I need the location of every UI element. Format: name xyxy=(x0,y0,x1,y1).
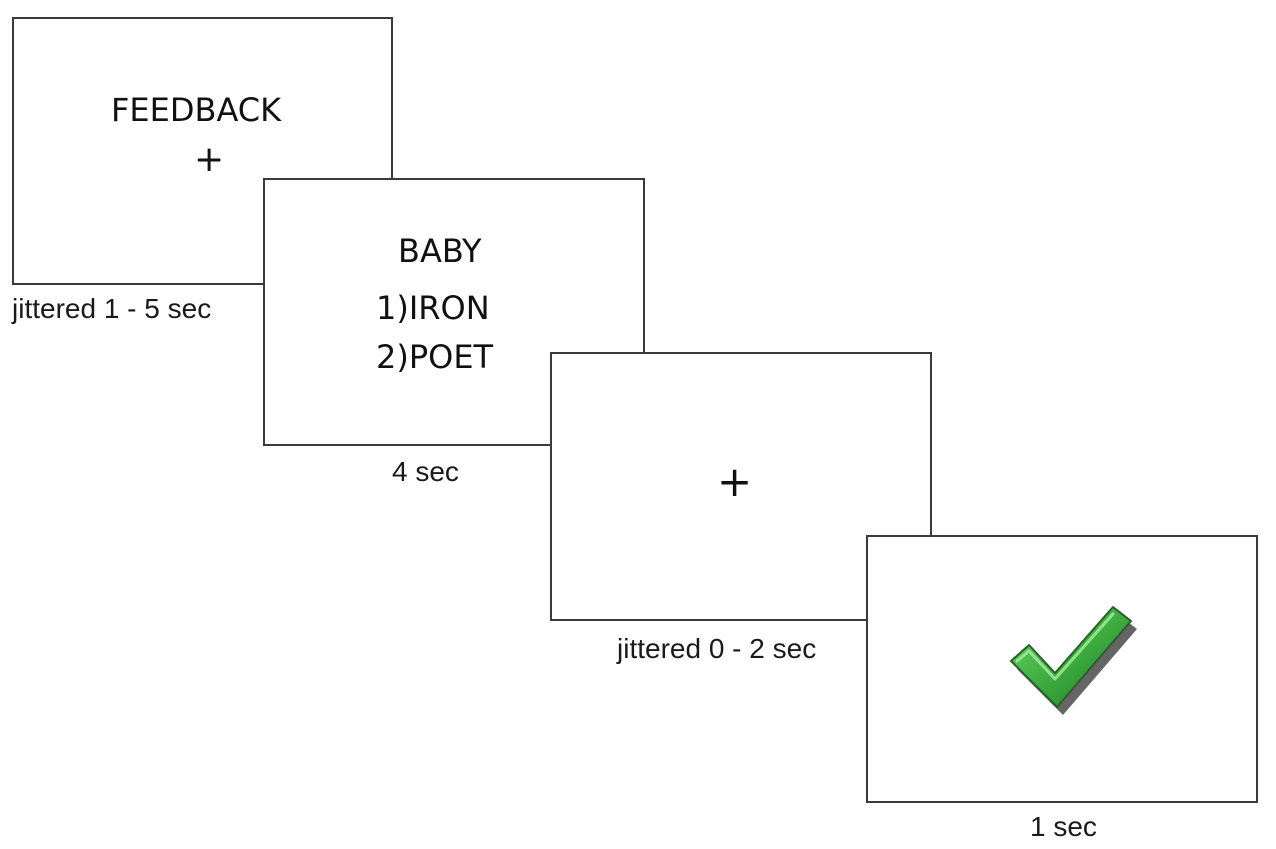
duration-caption: 1 sec xyxy=(1030,811,1097,842)
feedback-label: FEEDBACK xyxy=(111,91,282,129)
option-1: 1)IRON xyxy=(376,289,490,327)
result-screen xyxy=(866,535,1258,803)
duration-caption: 4 sec xyxy=(392,456,459,487)
fixation-cross-icon: + xyxy=(717,457,753,506)
option-2: 2)POET xyxy=(376,338,494,376)
fixation-cross-icon: + xyxy=(194,139,225,180)
feedback-screen: FEEDBACK + xyxy=(12,17,393,285)
checkmark-icon xyxy=(1005,599,1137,719)
cue-word: BABY xyxy=(398,232,482,270)
duration-caption: jittered 1 - 5 sec xyxy=(12,293,212,324)
duration-caption: jittered 0 - 2 sec xyxy=(617,633,817,664)
